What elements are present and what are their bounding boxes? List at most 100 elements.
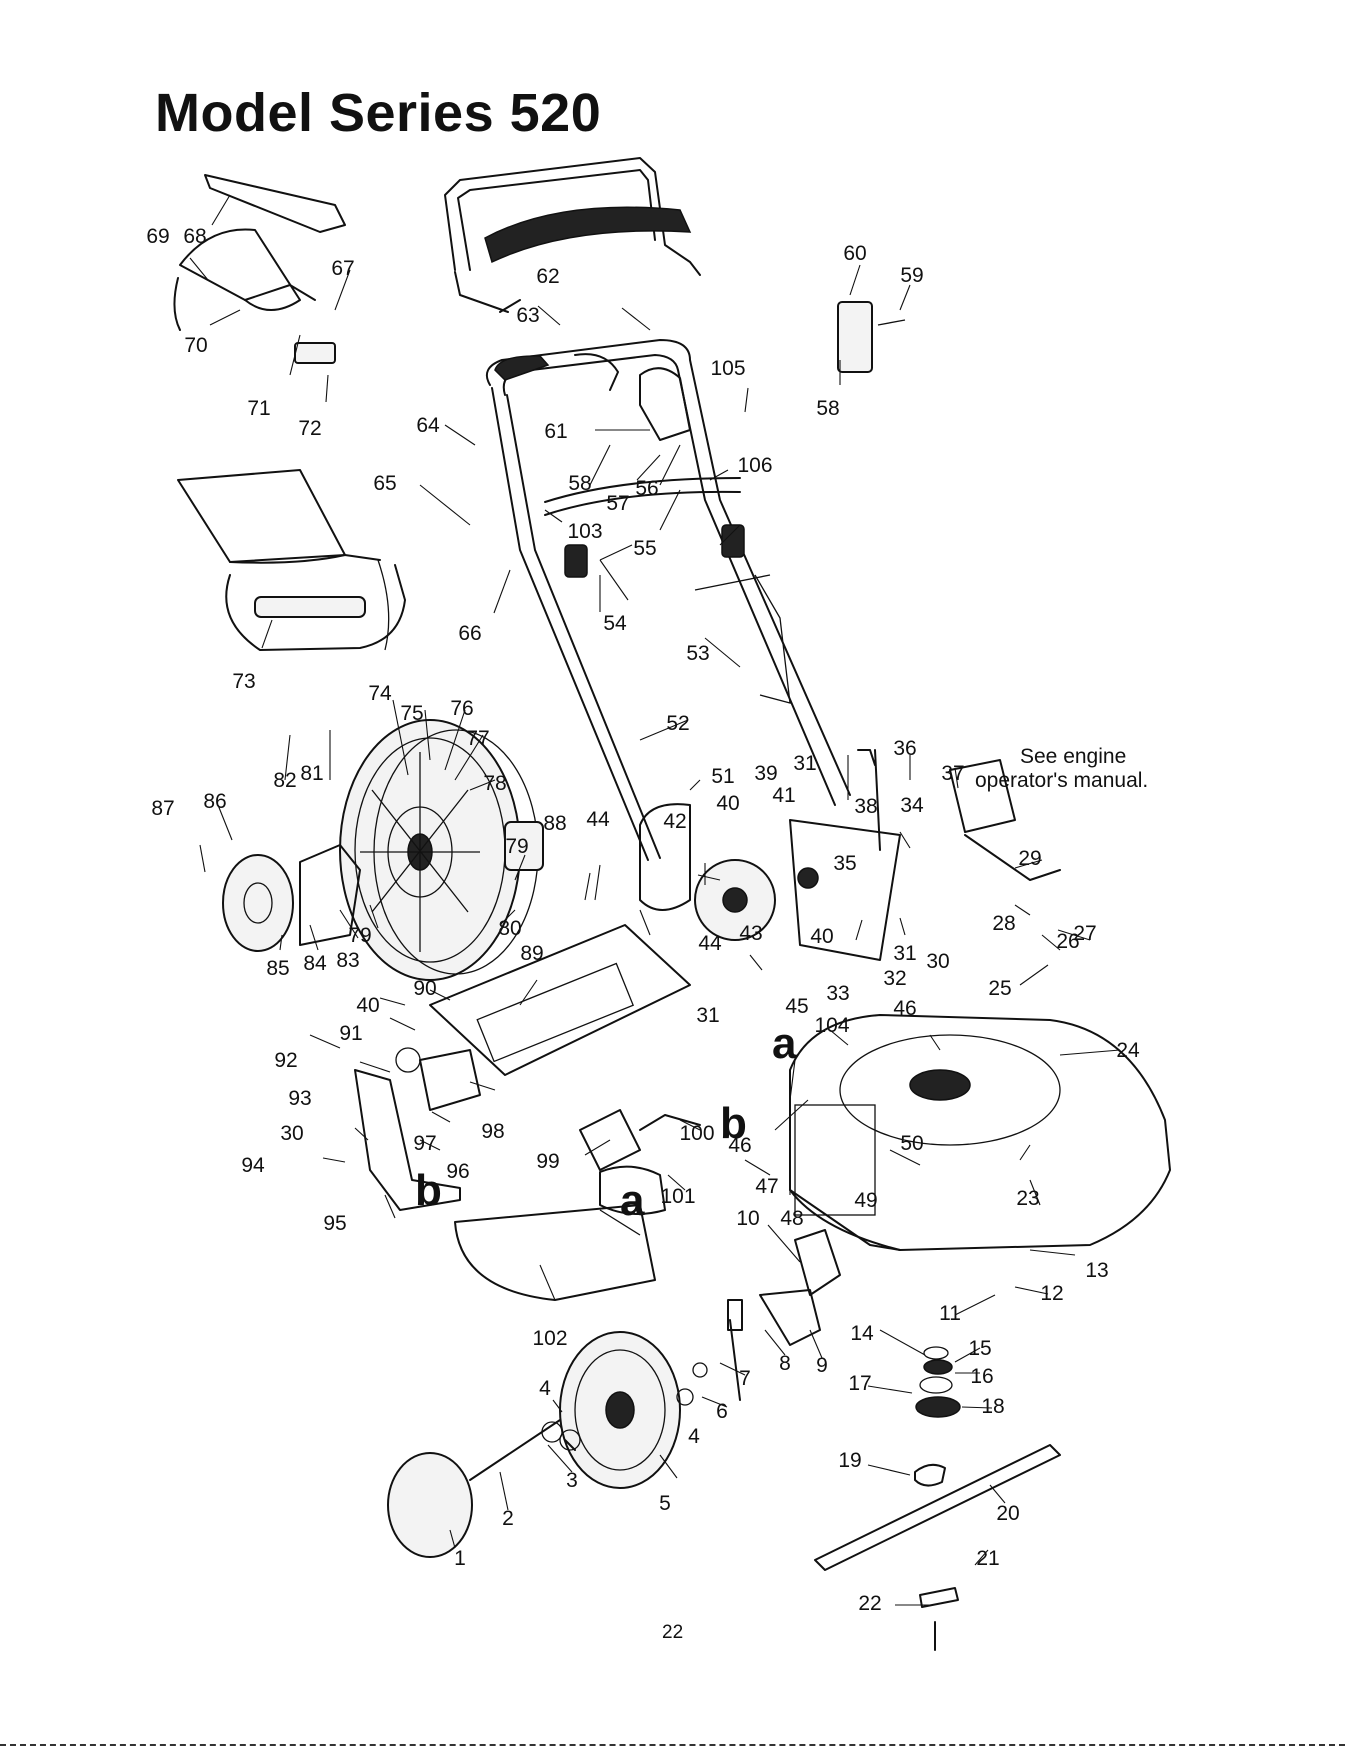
part-number-82: 82 bbox=[273, 769, 296, 792]
part-number-77: 77 bbox=[466, 727, 489, 750]
part-number-76: 76 bbox=[450, 697, 473, 720]
part-number-21: 21 bbox=[976, 1547, 999, 1570]
part-number-69: 69 bbox=[146, 225, 169, 248]
part-number-33: 33 bbox=[826, 982, 849, 1005]
part-number-71: 71 bbox=[247, 397, 270, 420]
deck-housing-drawing bbox=[789, 1014, 1171, 1251]
part-number-18: 18 bbox=[981, 1395, 1004, 1418]
part-number-16: 16 bbox=[970, 1365, 993, 1388]
part-number-88: 88 bbox=[543, 812, 566, 835]
part-number-38: 38 bbox=[854, 795, 877, 818]
part-number-81: 81 bbox=[300, 762, 323, 785]
part-number-37: 37 bbox=[941, 762, 964, 785]
part-number-49: 49 bbox=[854, 1189, 877, 1212]
callout-a-deck: a bbox=[772, 1019, 797, 1068]
part-number-91: 91 bbox=[339, 1022, 362, 1045]
part-number-59: 59 bbox=[900, 264, 923, 287]
leader-lines bbox=[189, 194, 1121, 1606]
part-number-97: 97 bbox=[413, 1132, 436, 1155]
part-number-103: 103 bbox=[567, 520, 602, 543]
part-number-8: 8 bbox=[779, 1352, 791, 1375]
part-number-2: 2 bbox=[502, 1507, 514, 1530]
part-number-14: 14 bbox=[850, 1322, 874, 1345]
page-number: 22 bbox=[662, 1622, 684, 1643]
part-number-7: 7 bbox=[739, 1367, 751, 1390]
part-number-62: 62 bbox=[536, 265, 559, 288]
page-title: Model Series 520 bbox=[155, 83, 602, 143]
callout-b-deck: b bbox=[720, 1099, 747, 1148]
part-number-57: 57 bbox=[606, 492, 629, 515]
part-number-100: 100 bbox=[679, 1122, 714, 1145]
part-number-30: 30 bbox=[926, 950, 949, 973]
part-number-92: 92 bbox=[274, 1049, 297, 1072]
part-number-48: 48 bbox=[780, 1207, 803, 1230]
part-number-95: 95 bbox=[323, 1212, 346, 1235]
part-number-44: 44 bbox=[586, 808, 610, 831]
part-number-34: 34 bbox=[900, 794, 924, 817]
part-number-45: 45 bbox=[785, 995, 808, 1018]
part-number-99: 99 bbox=[536, 1150, 559, 1173]
part-number-93: 93 bbox=[288, 1087, 311, 1110]
part-number-102: 102 bbox=[532, 1327, 567, 1350]
drive-assembly-drawing bbox=[639, 749, 1061, 961]
part-number-3: 3 bbox=[566, 1469, 578, 1492]
part-number-46: 46 bbox=[893, 997, 916, 1020]
callout-b-bracket: b bbox=[415, 1166, 442, 1215]
front-wheel-drawing bbox=[387, 1331, 708, 1558]
part-number-4: 4 bbox=[688, 1425, 700, 1448]
height-adjuster-drawing bbox=[727, 1229, 841, 1401]
part-number-43: 43 bbox=[739, 922, 762, 945]
part-number-94: 94 bbox=[241, 1154, 265, 1177]
part-number-29: 29 bbox=[1018, 847, 1041, 870]
part-number-53: 53 bbox=[686, 642, 709, 665]
part-number-1: 1 bbox=[454, 1547, 466, 1570]
part-number-9: 9 bbox=[816, 1354, 828, 1377]
part-number-40: 40 bbox=[716, 792, 739, 815]
part-number-31: 31 bbox=[696, 1004, 719, 1027]
part-number-52: 52 bbox=[666, 712, 689, 735]
callout-a-plug: a bbox=[620, 1176, 645, 1225]
part-number-66: 66 bbox=[458, 622, 481, 645]
rear-wheel-drawing bbox=[339, 719, 544, 981]
part-number-31: 31 bbox=[793, 752, 816, 775]
chute-door-drawing bbox=[419, 924, 691, 1111]
part-number-25: 25 bbox=[988, 977, 1011, 1000]
part-number-4: 4 bbox=[539, 1377, 551, 1400]
part-number-55: 55 bbox=[633, 537, 656, 560]
part-number-106: 106 bbox=[737, 454, 772, 477]
part-number-19: 19 bbox=[838, 1449, 861, 1472]
part-number-64: 64 bbox=[416, 414, 440, 437]
part-number-83: 83 bbox=[336, 949, 359, 972]
part-number-54: 54 bbox=[603, 612, 627, 635]
part-number-47: 47 bbox=[755, 1175, 778, 1198]
engine-note-line1: See engine bbox=[1020, 745, 1126, 768]
wheel-cover-rear-drawing bbox=[222, 844, 361, 952]
part-number-41: 41 bbox=[772, 784, 795, 807]
rear-bracket-drawing bbox=[354, 1047, 461, 1211]
part-number-27: 27 bbox=[1073, 922, 1096, 945]
part-number-17: 17 bbox=[848, 1372, 871, 1395]
part-number-105: 105 bbox=[710, 357, 745, 380]
part-number-26: 26 bbox=[1056, 930, 1079, 953]
engine-deck-parts-drawing bbox=[579, 1109, 701, 1215]
part-number-39: 39 bbox=[754, 762, 777, 785]
part-number-51: 51 bbox=[711, 765, 734, 788]
part-number-15: 15 bbox=[968, 1337, 991, 1360]
engine-note-line2: operator's manual. bbox=[975, 769, 1148, 792]
part-number-36: 36 bbox=[893, 737, 916, 760]
part-number-20: 20 bbox=[996, 1502, 1019, 1525]
part-number-80: 80 bbox=[498, 917, 521, 940]
grass-bag-drawing bbox=[177, 469, 406, 651]
part-number-84: 84 bbox=[303, 952, 327, 975]
part-number-56: 56 bbox=[635, 477, 658, 500]
part-number-6: 6 bbox=[716, 1400, 728, 1423]
part-number-28: 28 bbox=[992, 912, 1015, 935]
part-number-5: 5 bbox=[659, 1492, 671, 1515]
part-number-70: 70 bbox=[184, 334, 207, 357]
rear-flap-drawing bbox=[173, 174, 346, 364]
blade-assembly-drawing bbox=[814, 1346, 1061, 1651]
part-number-22: 22 bbox=[858, 1592, 881, 1615]
part-number-86: 86 bbox=[203, 790, 226, 813]
part-number-40: 40 bbox=[810, 925, 833, 948]
